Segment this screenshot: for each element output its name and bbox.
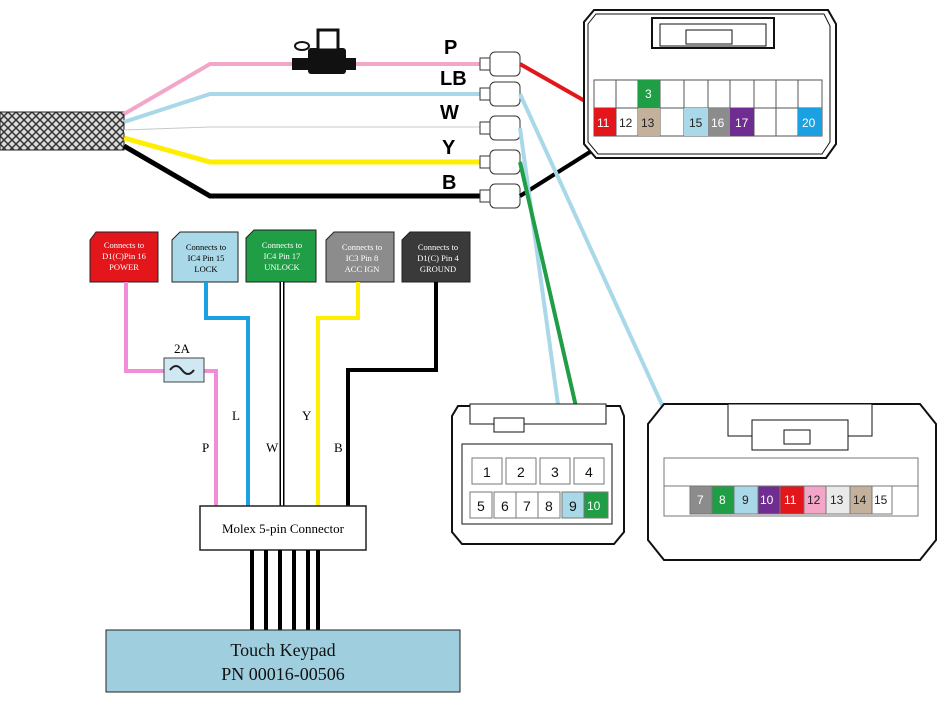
tag-ground-line1: Connects to <box>418 242 458 252</box>
right-pin-7: 7 <box>697 493 704 507</box>
small-pin-1: 1 <box>483 464 491 480</box>
molex-connector: Molex 5-pin Connector <box>199 505 367 551</box>
keypad-wire-label-p: P <box>202 440 209 455</box>
terminal-w <box>479 115 521 141</box>
small-pin-7: 7 <box>523 498 531 514</box>
tag-power: Connects to D1(C)Pin 16 POWER <box>89 231 159 283</box>
top-pin-16: 16 <box>711 116 725 130</box>
keypad-wire-label-l: L <box>232 408 240 423</box>
small-pin-6: 6 <box>501 498 509 514</box>
tag-power-line2: D1(C)Pin 16 <box>102 251 146 261</box>
harness-label-lb: LB <box>440 68 467 90</box>
harness-label-y: Y <box>442 137 456 159</box>
keypad-title: Touch Keypad <box>230 640 335 660</box>
small-pin-2: 2 <box>517 464 525 480</box>
wire-w-outline <box>123 126 480 131</box>
right-pin-15-cell <box>871 485 893 515</box>
top-pin-15: 15 <box>689 116 703 130</box>
connector-small: 1 2 3 4 5 6 7 8 9 10 <box>451 403 625 545</box>
touch-keypad-box: Touch Keypad PN 00016-00506 <box>105 629 461 693</box>
right-pin-13: 13 <box>830 493 844 507</box>
terminal-y <box>479 149 521 175</box>
top-pin-3-cell <box>638 80 660 108</box>
keypad-wire-p-lower <box>204 369 218 506</box>
keypad-wire-y <box>316 282 360 506</box>
harness-label-w: W <box>440 102 459 124</box>
inline-fuse-holder <box>292 28 356 74</box>
tag-power-line1: Connects to <box>104 240 144 250</box>
tag-ground-line2: D1(C) Pin 4 <box>417 253 459 263</box>
right-pin-9: 9 <box>742 493 749 507</box>
tag-power-line3: POWER <box>109 262 139 272</box>
top-pin-11: 11 <box>597 116 610 130</box>
keypad-wire-label-y: Y <box>302 408 312 423</box>
top-pin-17: 17 <box>735 116 749 130</box>
top-pin-20: 20 <box>802 116 816 130</box>
keypad-part-number: PN 00016-00506 <box>221 664 345 684</box>
tag-lock-line2: IC4 Pin 15 <box>188 253 225 263</box>
top-pin-12: 12 <box>619 116 633 130</box>
small-pin-10-cell <box>583 491 609 519</box>
tag-ground-line3: GROUND <box>420 264 456 274</box>
fuse-label: 2A <box>174 341 191 356</box>
wire-p <box>122 62 300 116</box>
top-pin-13-cell <box>638 108 660 136</box>
tag-lock: Connects to IC4 Pin 15 LOCK <box>171 231 239 283</box>
right-pin-14: 14 <box>853 493 867 507</box>
molex-label: Molex 5-pin Connector <box>222 521 345 536</box>
harness: P LB W Y B <box>0 28 521 209</box>
wire-lb <box>123 92 480 124</box>
top-pin-15-cell <box>684 108 708 136</box>
small-pin-8: 8 <box>545 498 553 514</box>
right-pin-15: 15 <box>874 493 888 507</box>
tag-lock-line1: Connects to <box>186 242 226 252</box>
small-pin-5: 5 <box>477 498 485 514</box>
connector-top-right: 3 11 12 13 15 16 17 20 <box>583 9 837 159</box>
braided-sleeve <box>0 111 125 151</box>
tag-acc-line1: Connects to <box>342 242 382 252</box>
top-pin-11-cell <box>594 108 616 136</box>
connector-bottom-right: 7 8 9 10 11 12 13 14 15 <box>647 403 937 561</box>
top-pin-20-cell <box>798 108 822 136</box>
small-pin-3: 3 <box>551 464 559 480</box>
tag-unlock-line3: UNLOCK <box>264 262 300 272</box>
wire-b <box>122 143 480 199</box>
top-pin-3: 3 <box>645 87 652 101</box>
wire-w <box>123 126 480 133</box>
wire-y <box>123 135 480 165</box>
terminal-p <box>479 51 521 77</box>
top-pin-16-cell <box>708 108 730 136</box>
tag-unlock-line1: Connects to <box>262 240 302 250</box>
keypad-wire-l <box>204 282 250 506</box>
right-pin-11: 11 <box>784 493 797 507</box>
fuse-2a <box>163 357 205 383</box>
harness-label-b: B <box>442 172 456 194</box>
keypad-wire-p <box>124 282 164 373</box>
keypad-wiring: 2A P L W Y B Molex 5-pin Connector Touch… <box>105 282 461 693</box>
terminal-lb <box>479 81 521 107</box>
right-pin-8: 8 <box>719 493 726 507</box>
top-pin-13: 13 <box>641 116 655 130</box>
keypad-wire-label-b: B <box>334 440 343 455</box>
tag-unlock-line2: IC4 Pin 17 <box>264 251 301 261</box>
small-pin-10: 10 <box>587 499 601 513</box>
terminal-b <box>479 183 521 209</box>
tag-acc: Connects to IC3 Pin 8 ACC IGN <box>325 231 395 283</box>
harness-label-p: P <box>444 37 457 59</box>
right-pin-11-cell <box>779 485 805 515</box>
tag-lock-line3: LOCK <box>194 264 218 274</box>
right-pin-12: 12 <box>807 493 821 507</box>
small-pin-9: 9 <box>569 498 577 514</box>
keypad-wire-b <box>346 282 438 506</box>
tag-ground: Connects to D1(C) Pin 4 GROUND <box>401 231 471 283</box>
right-pin-10: 10 <box>760 493 774 507</box>
tag-unlock: Connects to IC4 Pin 17 UNLOCK <box>245 229 317 283</box>
small-pin-4: 4 <box>585 464 593 480</box>
tag-acc-line3: ACC IGN <box>345 264 380 274</box>
tag-acc-line2: IC3 Pin 8 <box>346 253 379 263</box>
top-pin-17-cell <box>730 108 754 136</box>
keypad-wire-label-w: W <box>266 440 279 455</box>
keypad-cable <box>250 550 320 630</box>
